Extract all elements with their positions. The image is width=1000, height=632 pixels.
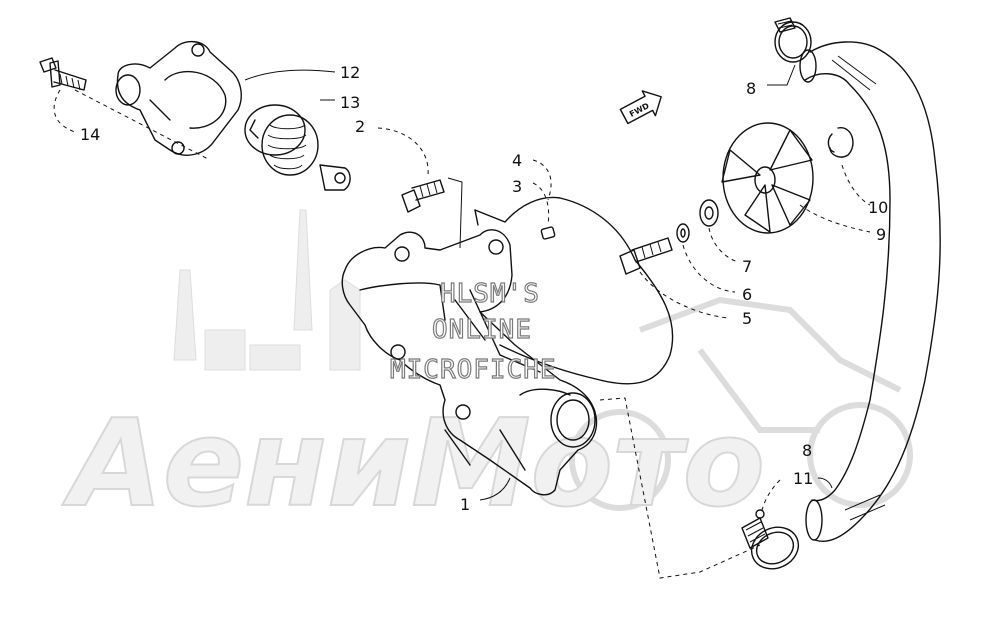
part-1-pump-housing (341, 229, 598, 496)
part-8-hose-clamp-bottom (741, 509, 800, 570)
callout-12: 12 (340, 63, 360, 82)
part-13-thermostat (244, 104, 351, 191)
watermark-logo: АениМото (61, 209, 913, 535)
callout-1: 1 (460, 495, 470, 514)
part-5-bolt (619, 237, 673, 275)
coolant-hose (799, 41, 941, 542)
callout-numbers: 1 2 3 4 5 6 7 8 8 9 10 11 12 13 14 (80, 63, 888, 514)
part-2-bolt (401, 179, 445, 213)
callout-10: 10 (868, 198, 888, 217)
watermark-line-3: MICROFICHE (390, 355, 557, 385)
part-6-washer (676, 223, 690, 243)
callout-7: 7 (742, 257, 752, 276)
part-9-impeller (721, 122, 814, 234)
callout-4: 4 (512, 151, 522, 170)
callout-13: 13 (340, 93, 360, 112)
part-4-gasket (474, 196, 674, 385)
callout-5: 5 (742, 309, 752, 328)
callout-8-top: 8 (746, 79, 756, 98)
watermark-overlay: HLSM'S ONLINE MICROFICHE (389, 278, 557, 385)
callout-3: 3 (512, 177, 522, 196)
callout-11: 11 (793, 469, 813, 488)
callout-2: 2 (355, 117, 365, 136)
part-10-snap-ring (827, 127, 854, 158)
callout-8-bottom: 8 (802, 441, 812, 460)
forward-direction-arrow: FWD (619, 90, 662, 125)
callout-14: 14 (80, 125, 100, 144)
watermark-line-1: HLSM'S (440, 279, 540, 309)
callout-6: 6 (742, 285, 752, 304)
part-14-bolt (39, 57, 87, 91)
watermark-brand: АениМото (62, 395, 765, 534)
part-8-hose-clamp-top (774, 17, 812, 63)
watermark-line-2: ONLINE (432, 315, 532, 345)
callout-9: 9 (876, 225, 886, 244)
part-3-dowel (540, 226, 556, 240)
part-7-seal (699, 199, 719, 227)
part-12-thermostat-cover (115, 41, 242, 156)
